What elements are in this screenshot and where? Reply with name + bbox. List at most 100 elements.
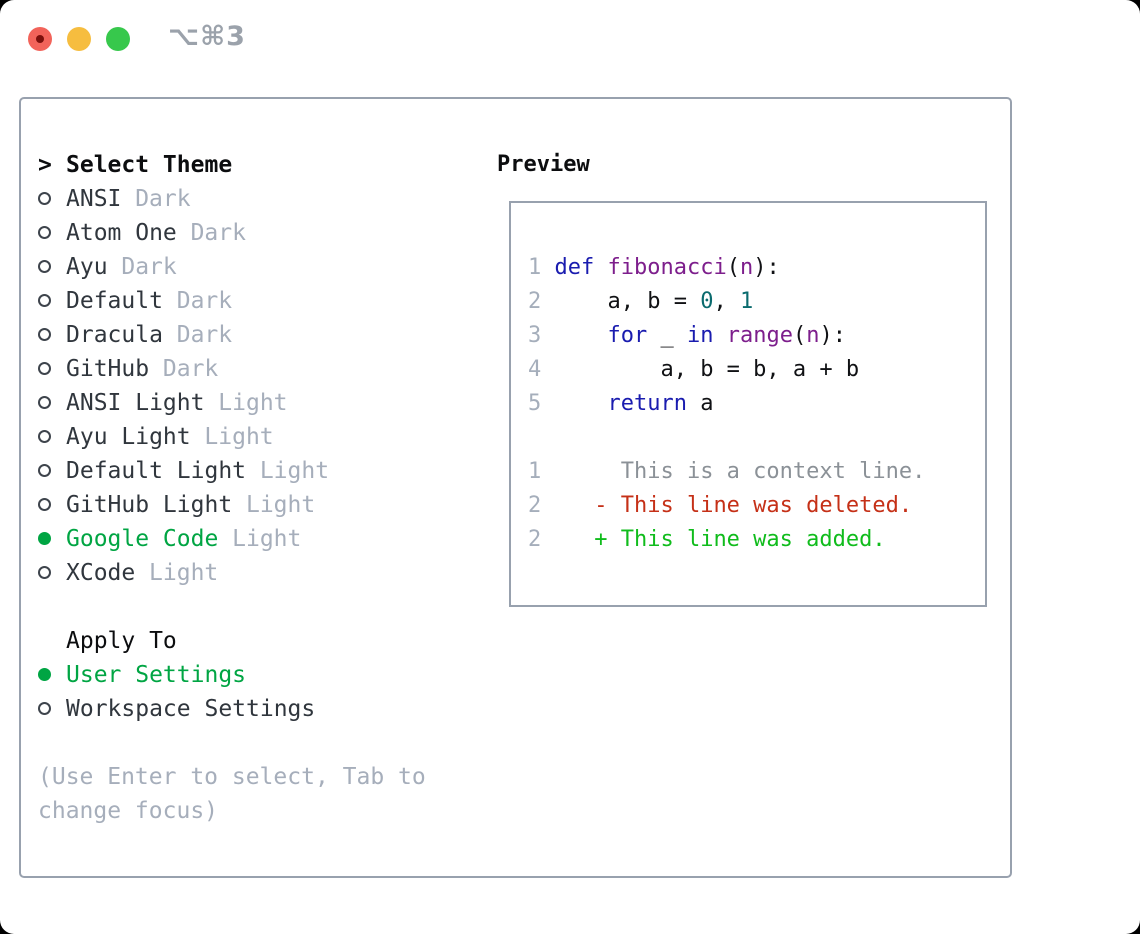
item-variant-label: Light [232,526,302,552]
radio-marker [38,386,66,420]
code-token-lit: 1 [739,289,754,314]
zoom-button[interactable] [106,27,130,51]
radio-marker [38,182,66,216]
hint-text: (Use Enter to select, Tab to change focu… [38,760,478,828]
code-token-kwd: for [607,323,648,348]
code-token-kwd: return [607,391,687,416]
code-token-typ: n [739,255,754,280]
minimize-button[interactable] [67,27,91,51]
code-token-pln: ): [753,255,780,280]
theme-item-github[interactable]: GitHub Dark [38,352,478,386]
item-label: Ayu Light [66,424,191,450]
item-label: Ayu [66,254,108,280]
item-label: Google Code [66,526,219,552]
code-token-pln: ( [726,255,740,280]
item-label: Atom One [66,220,177,246]
code-token-typ: n [806,323,820,348]
code-line: 4 a, b = b, a + b [528,353,985,387]
line-number: 1 [528,255,555,280]
code-token-pln [555,323,608,348]
theme-item-ayu-light[interactable]: Ayu Light Light [38,420,478,454]
code-token-pln: , [713,289,740,314]
theme-item-xcode[interactable]: XCode Light [38,556,478,590]
theme-item-google-code[interactable]: Google Code Light [38,522,478,556]
radio-selected-icon [38,667,51,681]
radio-marker [38,454,66,488]
radio-marker [38,318,66,352]
radio-icon [38,361,51,375]
code-token-lit: 0 [700,289,714,314]
theme-item-dracula[interactable]: Dracula Dark [38,318,478,352]
code-token-pln: a, b = [554,289,701,314]
hint-line-1: (Use Enter to select, Tab to [38,764,426,790]
line-number: 3 [528,323,555,348]
spacer [38,590,478,624]
item-variant-label: Light [218,390,288,416]
line-number: 1 [528,459,555,484]
item-variant-label: Dark [176,322,233,348]
select-theme-header: >Select Theme [38,148,478,182]
radio-icon [38,395,51,409]
radio-icon [38,463,51,477]
code-line: 5 return a [528,387,985,421]
code-token-typ: fibonacci [607,255,727,280]
apply-to-header: Apply To [38,624,478,658]
item-variant-label: Light [204,424,274,450]
theme-item-atom-one[interactable]: Atom One Dark [38,216,478,250]
item-label: Dracula [66,322,163,348]
code-token-add: + This line was added. [554,527,886,552]
code-line: 2 + This line was added. [528,523,985,557]
radio-icon [38,327,51,341]
code-token-del: - This line was deleted. [554,493,913,518]
radio-marker [38,488,66,522]
code-line: 2 a, b = 0, 1 [528,285,985,319]
item-label: GitHub Light [66,492,233,518]
item-label: User Settings [66,662,247,688]
radio-marker [38,692,66,726]
item-variant-label: Dark [135,186,191,212]
radio-marker [38,556,66,590]
code-token-pln: ): [819,323,846,348]
item-variant-label: Dark [162,356,219,382]
item-label: XCode [66,560,136,586]
item-variant-label: Light [149,560,219,586]
close-dot-icon [36,35,44,43]
radio-icon [38,293,51,307]
line-number: 2 [528,493,555,518]
code-line: 3 for _ in range(n): [528,319,985,353]
line-number: 5 [528,391,555,416]
radio-marker [38,658,66,692]
hint-line-2: change focus) [38,798,219,824]
code-token-pln: a, b = b, a + b [554,357,860,382]
code-token-pln: _ [647,323,687,348]
prompt-caret-icon: > [38,152,52,178]
radio-icon [38,259,51,273]
theme-item-github-light[interactable]: GitHub Light Light [38,488,478,522]
item-variant-label: Dark [190,220,246,246]
code-token-ctx: This is a context line. [554,459,926,484]
radio-marker [38,522,66,556]
code-token-kwd: in [686,323,714,348]
line-number: 2 [528,289,555,314]
code-blank-line [528,421,985,455]
radio-icon [38,701,51,715]
item-label: Default Light [66,458,247,484]
radio-icon [38,429,51,443]
item-variant-label: Light [245,492,316,518]
apply-option-user-settings[interactable]: User Settings [38,658,478,692]
item-label: GitHub [66,356,150,382]
preview-header: Preview [497,152,590,177]
code-line: 2 - This line was deleted. [528,489,985,523]
window-shortcut-label: ⌥⌘3 [168,21,246,52]
apply-option-workspace-settings[interactable]: Workspace Settings [38,692,478,726]
close-button[interactable] [28,27,52,51]
code-token-pln: a [686,391,714,416]
radio-marker [38,352,66,386]
